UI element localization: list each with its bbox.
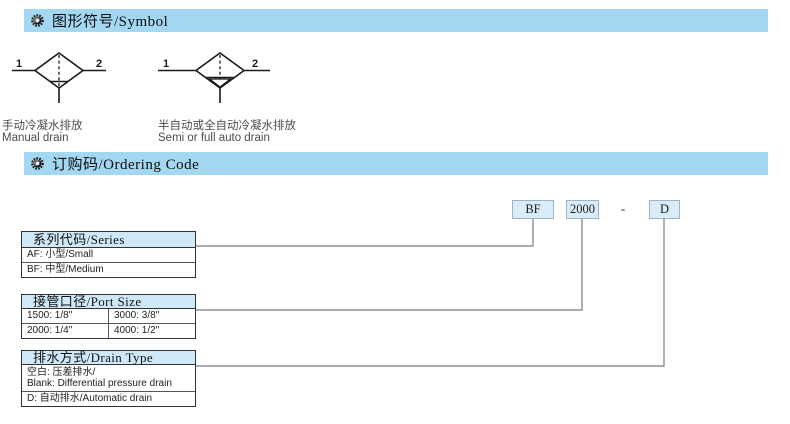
drain-blank-cn: 空白: 压差排水/ bbox=[27, 367, 96, 378]
table-cell: 2000: 1/4" bbox=[22, 324, 109, 338]
table-cell: 空白: 压差排水/ Blank: Differential pressure d… bbox=[22, 365, 195, 391]
table-cell: AF: 小型/Small bbox=[27, 249, 94, 260]
drain-type-table-header: 排水方式/Drain Type bbox=[22, 351, 195, 365]
symbol-section-title: 图形符号/Symbol bbox=[52, 14, 169, 30]
symbol-section-header: 图形符号/Symbol bbox=[24, 9, 768, 32]
auto-drain-arrow bbox=[207, 78, 233, 88]
auto-drain-caption-en: Semi or full auto drain bbox=[158, 132, 270, 144]
auto-drain-caption-cn: 半自动或全自动冷凝水排放 bbox=[158, 120, 296, 132]
table-cell: 3000: 3/8" bbox=[114, 310, 160, 321]
auto-drain-symbol: 1 2 bbox=[158, 52, 270, 103]
series-table-header: 系列代码/Series bbox=[22, 232, 195, 248]
table-cell: 4000: 1/2" bbox=[114, 325, 160, 336]
drain-type-table: 排水方式/Drain Type 空白: 压差排水/ Blank: Differe… bbox=[21, 350, 196, 407]
ordering-section-title: 订购码/Ordering Code bbox=[52, 157, 200, 173]
port-2-label: 2 bbox=[96, 58, 102, 70]
manual-drain-caption-en: Manual drain bbox=[2, 132, 69, 144]
manual-drain-caption-cn: 手动冷凝水排放 bbox=[2, 120, 83, 132]
drain-blank-en: Blank: Differential pressure drain bbox=[27, 378, 172, 389]
table-row: 2000: 1/4" 4000: 1/2" bbox=[22, 323, 195, 338]
gear-icon bbox=[31, 157, 44, 170]
port-1-label: 1 bbox=[16, 58, 22, 70]
table-row: 1500: 1/8" 3000: 3/8" bbox=[22, 309, 195, 323]
manual-drain-symbol: 1 2 bbox=[12, 52, 106, 103]
series-table: 系列代码/Series AF: 小型/Small BF: 中型/Medium bbox=[21, 231, 196, 278]
gear-icon bbox=[31, 14, 44, 27]
port-2-label: 2 bbox=[252, 58, 258, 70]
table-row: AF: 小型/Small bbox=[22, 248, 195, 262]
table-cell: BF: 中型/Medium bbox=[27, 264, 104, 275]
port-1-label: 1 bbox=[163, 58, 169, 70]
code-box-series: BF bbox=[512, 200, 554, 219]
code-box-drain: D bbox=[649, 200, 680, 219]
table-row: BF: 中型/Medium bbox=[22, 262, 195, 277]
code-separator: - bbox=[620, 201, 626, 216]
table-cell: 1500: 1/8" bbox=[22, 309, 109, 323]
port-size-table-header: 接管口径/Port Size bbox=[22, 295, 195, 309]
table-row: D: 自动排水/Automatic drain bbox=[22, 391, 195, 406]
auto-drain-caption: 半自动或全自动冷凝水排放 Semi or full auto drain bbox=[158, 120, 296, 144]
manual-drain-caption: 手动冷凝水排放 Manual drain bbox=[2, 120, 83, 144]
code-box-port-size: 2000 bbox=[566, 200, 599, 219]
table-cell: D: 自动排水/Automatic drain bbox=[27, 393, 153, 404]
ordering-section-header: 订购码/Ordering Code bbox=[24, 152, 768, 175]
port-size-table: 接管口径/Port Size 1500: 1/8" 3000: 3/8" 200… bbox=[21, 294, 196, 339]
table-row: 空白: 压差排水/ Blank: Differential pressure d… bbox=[22, 365, 195, 391]
